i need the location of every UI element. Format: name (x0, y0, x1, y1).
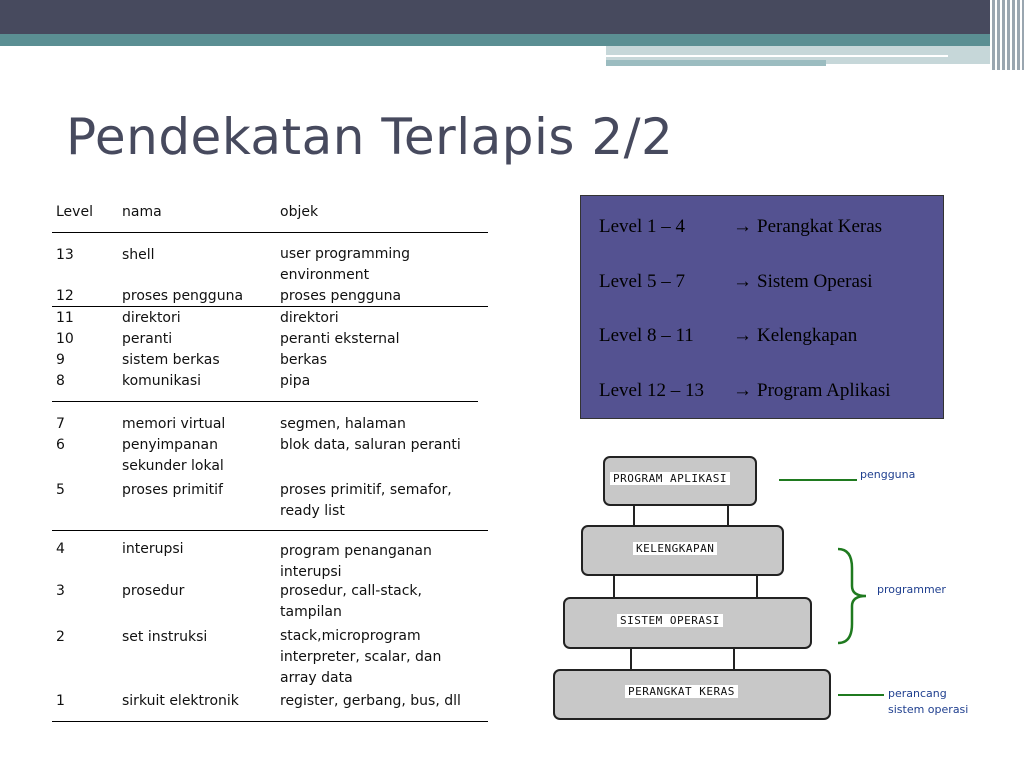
level-mapping-box: Level 1 – 4→Perangkat Keras Level 5 – 7→… (580, 195, 944, 419)
table-header: Level nama objek (52, 198, 488, 233)
perancang-pointer (838, 694, 884, 696)
connector (733, 646, 735, 670)
teal-banner (0, 34, 1024, 46)
layer-kelengkapan: KELENGKAPAN (581, 525, 784, 576)
table-group-4: 4 interupsi program penanganan interupsi… (52, 531, 488, 722)
mapping-line: Level 1 – 4→Perangkat Keras (599, 216, 883, 237)
connector (756, 574, 758, 598)
table-group-2: 11 direktori direktori 10 peranti perant… (52, 307, 478, 402)
label-programmer: programmer (877, 583, 946, 596)
pengguna-pointer (779, 479, 857, 481)
header-level: Level (56, 204, 93, 220)
header-nama: nama (122, 204, 162, 220)
header-objek: objek (280, 204, 319, 220)
arrow-right-icon: → (733, 380, 752, 401)
corner-stripes (990, 0, 1024, 70)
mapping-line: Level 8 – 11→Kelengkapan (599, 325, 858, 346)
curly-brace-icon (837, 547, 867, 645)
layer-sistem-operasi: SISTEM OPERASI (563, 597, 812, 649)
layer-program-aplikasi: PROGRAM APLIKASI (603, 456, 757, 506)
mapping-line: Level 12 – 13→Program Aplikasi (599, 380, 891, 401)
mapping-line: Level 5 – 7→Sistem Operasi (599, 271, 873, 292)
layer-table: Level nama objek 13 shell user programmi… (52, 198, 488, 722)
label-perancang: perancang sistem operasi (888, 687, 969, 716)
arrow-right-icon: → (733, 271, 752, 292)
table-group-1: 13 shell user programming environment 12… (52, 233, 488, 307)
top-banner (0, 0, 1024, 34)
light-banner-accent (606, 60, 826, 66)
label-pengguna: pengguna (860, 468, 916, 481)
layer-perangkat-keras: PERANGKAT KERAS (553, 669, 831, 720)
arrow-right-icon: → (733, 325, 752, 346)
connector (613, 574, 615, 598)
arrow-right-icon: → (733, 216, 752, 237)
connector (727, 504, 729, 526)
table-group-3: 7 memori virtual segmen, halaman 6 penyi… (52, 402, 488, 531)
connector (630, 646, 632, 670)
slide-title: Pendekatan Terlapis 2/2 (66, 108, 674, 166)
banner-line (606, 55, 948, 57)
connector (633, 504, 635, 526)
